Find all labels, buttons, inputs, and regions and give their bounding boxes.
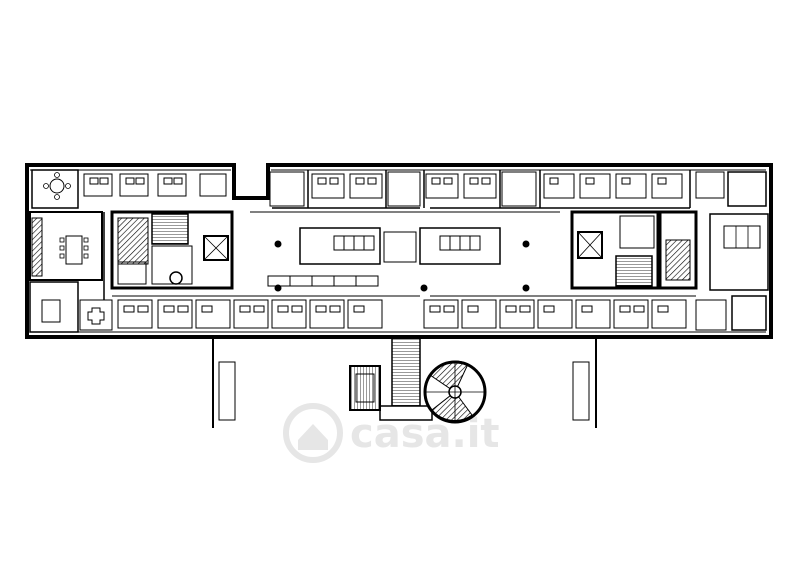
house-logo-icon bbox=[283, 403, 343, 463]
desk-row-center bbox=[267, 235, 481, 287]
exterior-walls bbox=[25, 163, 773, 339]
support-legs bbox=[212, 338, 597, 428]
round-table-icon bbox=[43, 172, 71, 200]
upper-offices bbox=[269, 170, 691, 209]
right-service-core bbox=[570, 210, 698, 290]
left-wing bbox=[29, 169, 113, 333]
left-service-core bbox=[110, 210, 234, 290]
central-area bbox=[250, 211, 560, 292]
stair-tower-square bbox=[349, 365, 381, 411]
workstations-bottom bbox=[112, 295, 696, 329]
bridge-walkway bbox=[379, 337, 433, 421]
conference-table-icon bbox=[723, 225, 761, 249]
spiral-stair bbox=[423, 360, 487, 424]
workstations-top bbox=[83, 173, 683, 199]
meeting-table-icon bbox=[59, 235, 89, 265]
right-wing bbox=[695, 171, 769, 331]
